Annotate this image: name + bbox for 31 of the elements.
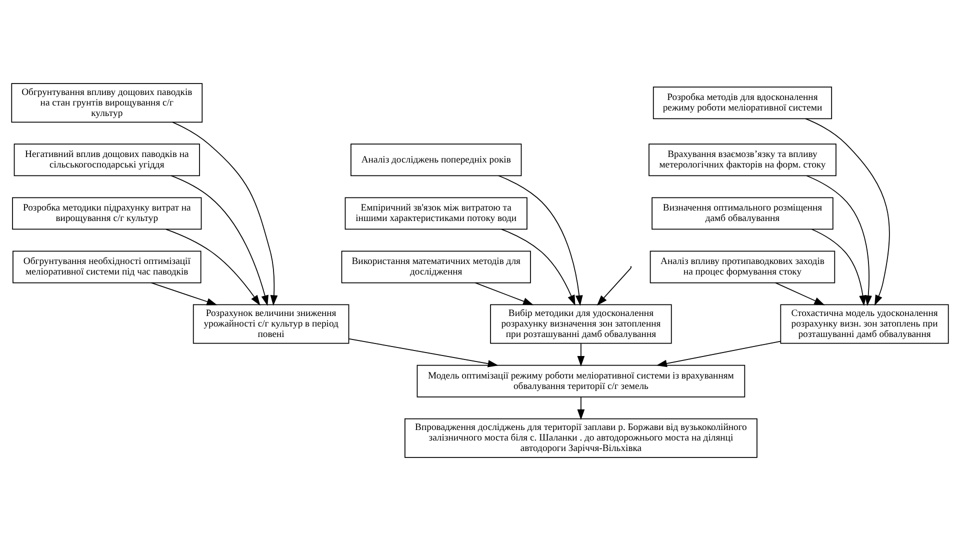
arrow bbox=[150, 282, 218, 305]
arrow bbox=[775, 282, 825, 305]
node-box: Емпіричний зв'язок між витратою та іншими характеристиками потоку води bbox=[344, 196, 528, 230]
node-box: Обгрунтування необхідності оптимізації меліоративної системи під час паводків bbox=[12, 250, 202, 283]
arrow bbox=[656, 340, 782, 367]
node-box: Розрахунок величини зниження урожайності с/г культур в період повені bbox=[192, 304, 350, 344]
node-box: Вибір методики для удосконалення розрахунку визначення зон затоплення при розташуванні дамб обвалування bbox=[490, 304, 672, 344]
arrow bbox=[348, 338, 498, 367]
arrow bbox=[577, 396, 585, 420]
node-box: Розробка методики підрахунку витрат на вирощування с/г культур bbox=[12, 196, 202, 230]
node-box: Визначення оптимального розміщення дамб обвалування bbox=[652, 196, 834, 230]
arrow bbox=[811, 228, 866, 306]
arrow bbox=[577, 342, 585, 366]
node-box: Впровадження досліджень для території заплави р. Боржави від вузькоколійного залізничного моста біля с. Шаланки . до автодорожнього моста на ділянці автодороги Заріччя-Вільхівка bbox=[404, 418, 758, 458]
node-box: Негативний вплив дощових паводків на сільськогосподарські угіддя bbox=[14, 143, 200, 176]
arrow bbox=[166, 228, 260, 306]
node-box: Стохастична модель удосконалення розрахунку визн. зон затоплень при розташуванні дамб обвалування bbox=[780, 304, 949, 344]
arrow bbox=[501, 228, 576, 306]
node-box: Аналіз досліджень попередніх років bbox=[350, 143, 522, 176]
node-box: Врахування взаємозв’язку та впливу метерологічних факторів на форм. стоку bbox=[648, 143, 836, 176]
node-box: Модель оптимізації режиму роботи меліоративної системи із врахуванням обвалування території с/г земель bbox=[416, 364, 746, 397]
arrow bbox=[498, 174, 583, 306]
node-box: Використання математичних методів для дослідження bbox=[341, 250, 531, 283]
node-box: Обгрунтування впливу дощових паводків на стан грунтів вирощування с/г культур bbox=[11, 82, 203, 122]
node-box: Розробка методів для вдосконалення режиму роботи меліоративної системи bbox=[652, 86, 832, 119]
arrow bbox=[806, 174, 872, 306]
node-box: Аналіз впливу протипаводкових заходів на процес формування стоку bbox=[650, 250, 836, 283]
arrow bbox=[170, 174, 268, 306]
arrow bbox=[474, 282, 534, 305]
arrow bbox=[805, 118, 890, 306]
arrow bbox=[172, 121, 278, 306]
